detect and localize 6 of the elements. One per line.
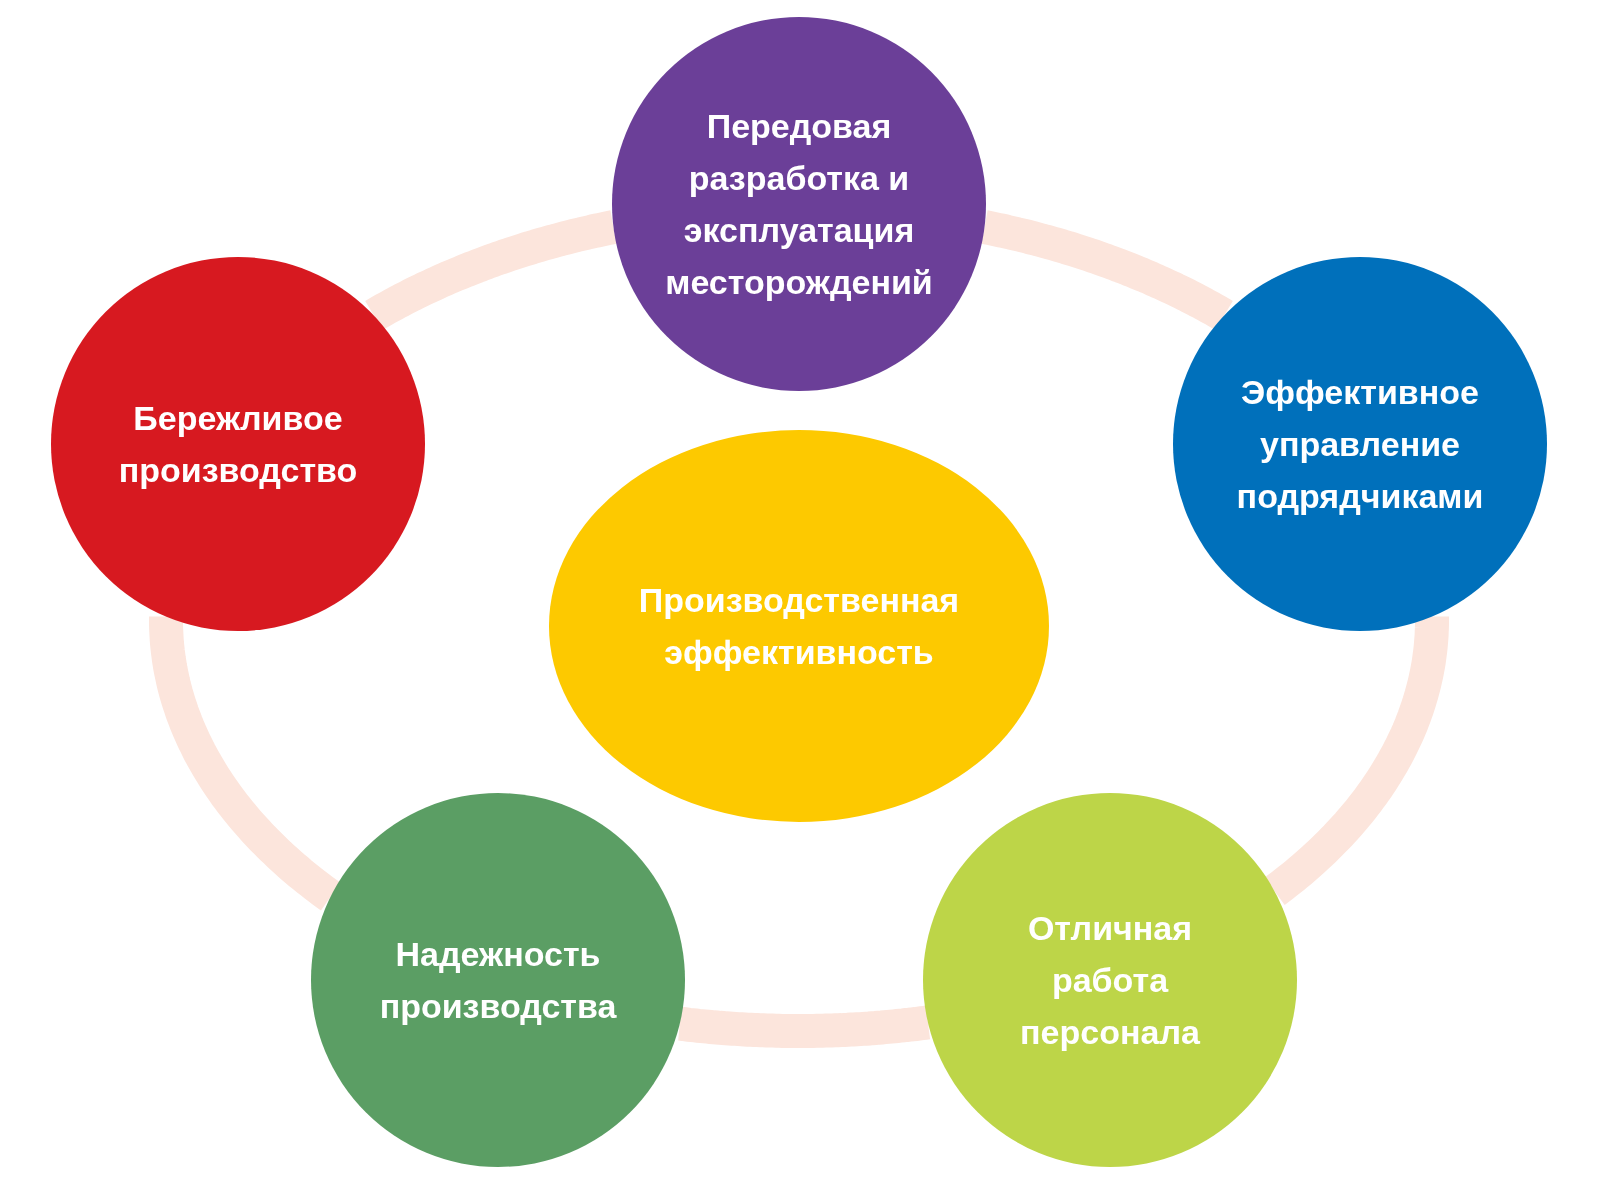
node-label: Эффективное управление подрядчиками — [1235, 372, 1485, 517]
node-label: Бережливое производство — [117, 398, 359, 491]
node-label: Отличная работа персонала — [1019, 908, 1201, 1053]
node-label: Надежность производства — [378, 934, 618, 1027]
node-label: Производственная эффективность — [637, 580, 961, 673]
node-label: Передовая разработка и эксплуатация месторождений — [664, 106, 934, 303]
